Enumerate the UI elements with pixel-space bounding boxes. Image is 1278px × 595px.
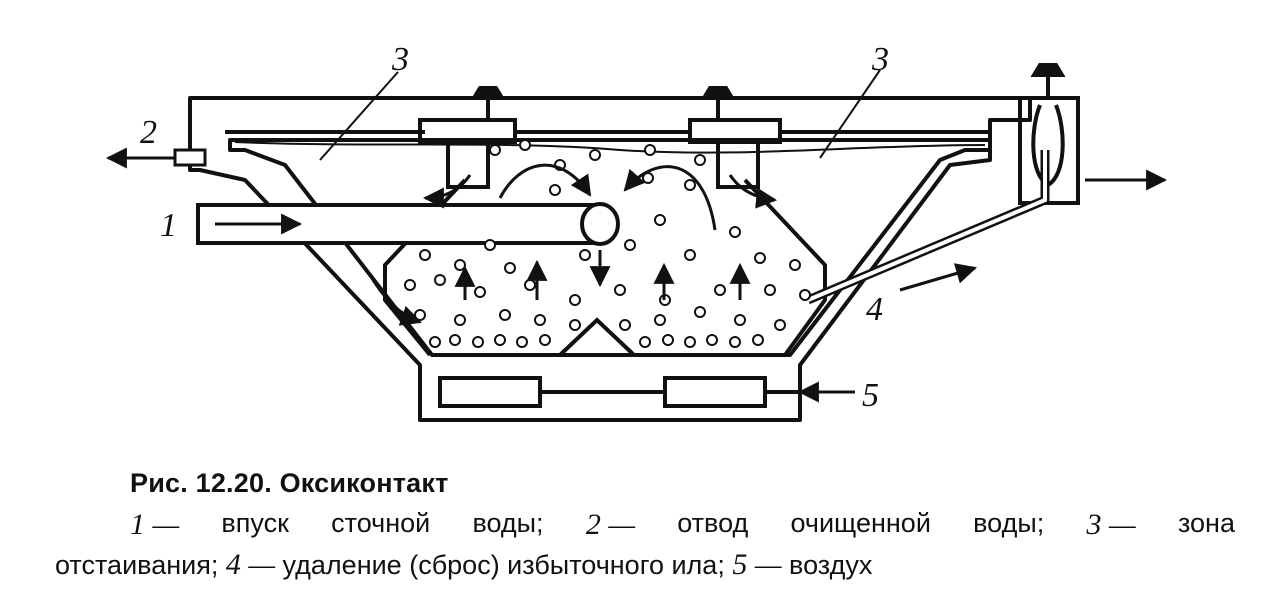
legend-text: отвод bbox=[677, 508, 749, 538]
label-2: 2 bbox=[140, 114, 157, 151]
legend-number-2: 2 — bbox=[585, 508, 635, 541]
legend-number-1: 1 — bbox=[130, 508, 180, 541]
flow-arrows bbox=[105, 147, 1168, 403]
valve-right bbox=[688, 86, 782, 189]
caption-title: Рис. 12.20. Оксиконтакт bbox=[130, 468, 449, 498]
sludge-discharge-pipe bbox=[806, 150, 1050, 305]
legend-text: отстаивания; bbox=[55, 550, 219, 580]
legend-text: воды; bbox=[973, 508, 1045, 538]
label-5: 5 bbox=[862, 377, 879, 414]
legend-text: зона bbox=[1177, 508, 1235, 538]
legend-text: удаление (сброс) избыточного ила; bbox=[282, 550, 725, 580]
label-1: 1 bbox=[160, 207, 177, 244]
legend-text: впуск bbox=[221, 508, 289, 538]
valve-left bbox=[418, 86, 517, 189]
legend-text: воды; bbox=[472, 508, 544, 538]
legend-number-4: 4 — bbox=[225, 548, 276, 581]
caption-legend-line-2: отстаивания; 4 — удаление (сброс) избыто… bbox=[55, 548, 872, 582]
label-3-left: 3 bbox=[391, 41, 409, 78]
legend-text: сточной bbox=[331, 508, 431, 538]
leader-lines bbox=[319, 69, 881, 161]
outlet-spout bbox=[173, 148, 207, 167]
label-4: 4 bbox=[866, 291, 883, 328]
label-3-right: 3 bbox=[871, 41, 889, 78]
legend-text: очищенной bbox=[790, 508, 931, 538]
legend-number-5: 5 — bbox=[732, 548, 782, 581]
legend-number-3: 3 — bbox=[1086, 508, 1136, 541]
caption-legend-line-1: 1 — впуск сточной воды; 2 — отвод очищен… bbox=[130, 508, 1235, 542]
aerator bbox=[438, 376, 800, 408]
legend-text: воздух bbox=[789, 550, 873, 580]
water-surface bbox=[234, 141, 986, 154]
oxicontact-diagram: 1 2 3 3 4 5 bbox=[105, 41, 1168, 422]
